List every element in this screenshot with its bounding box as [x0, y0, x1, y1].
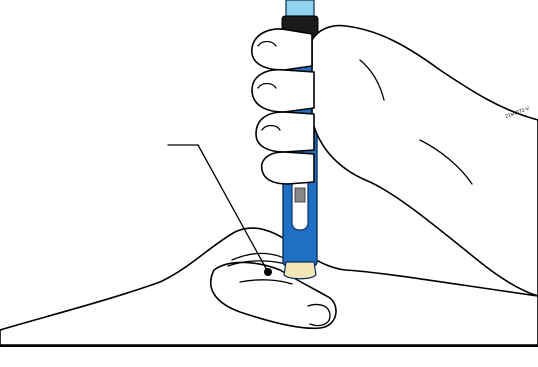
pinching-hand — [0, 228, 538, 345]
pen-plunger — [295, 188, 305, 202]
pen-needle-tip — [284, 262, 316, 279]
pen-cap — [286, 0, 314, 16]
injection-site-marker — [264, 268, 272, 276]
